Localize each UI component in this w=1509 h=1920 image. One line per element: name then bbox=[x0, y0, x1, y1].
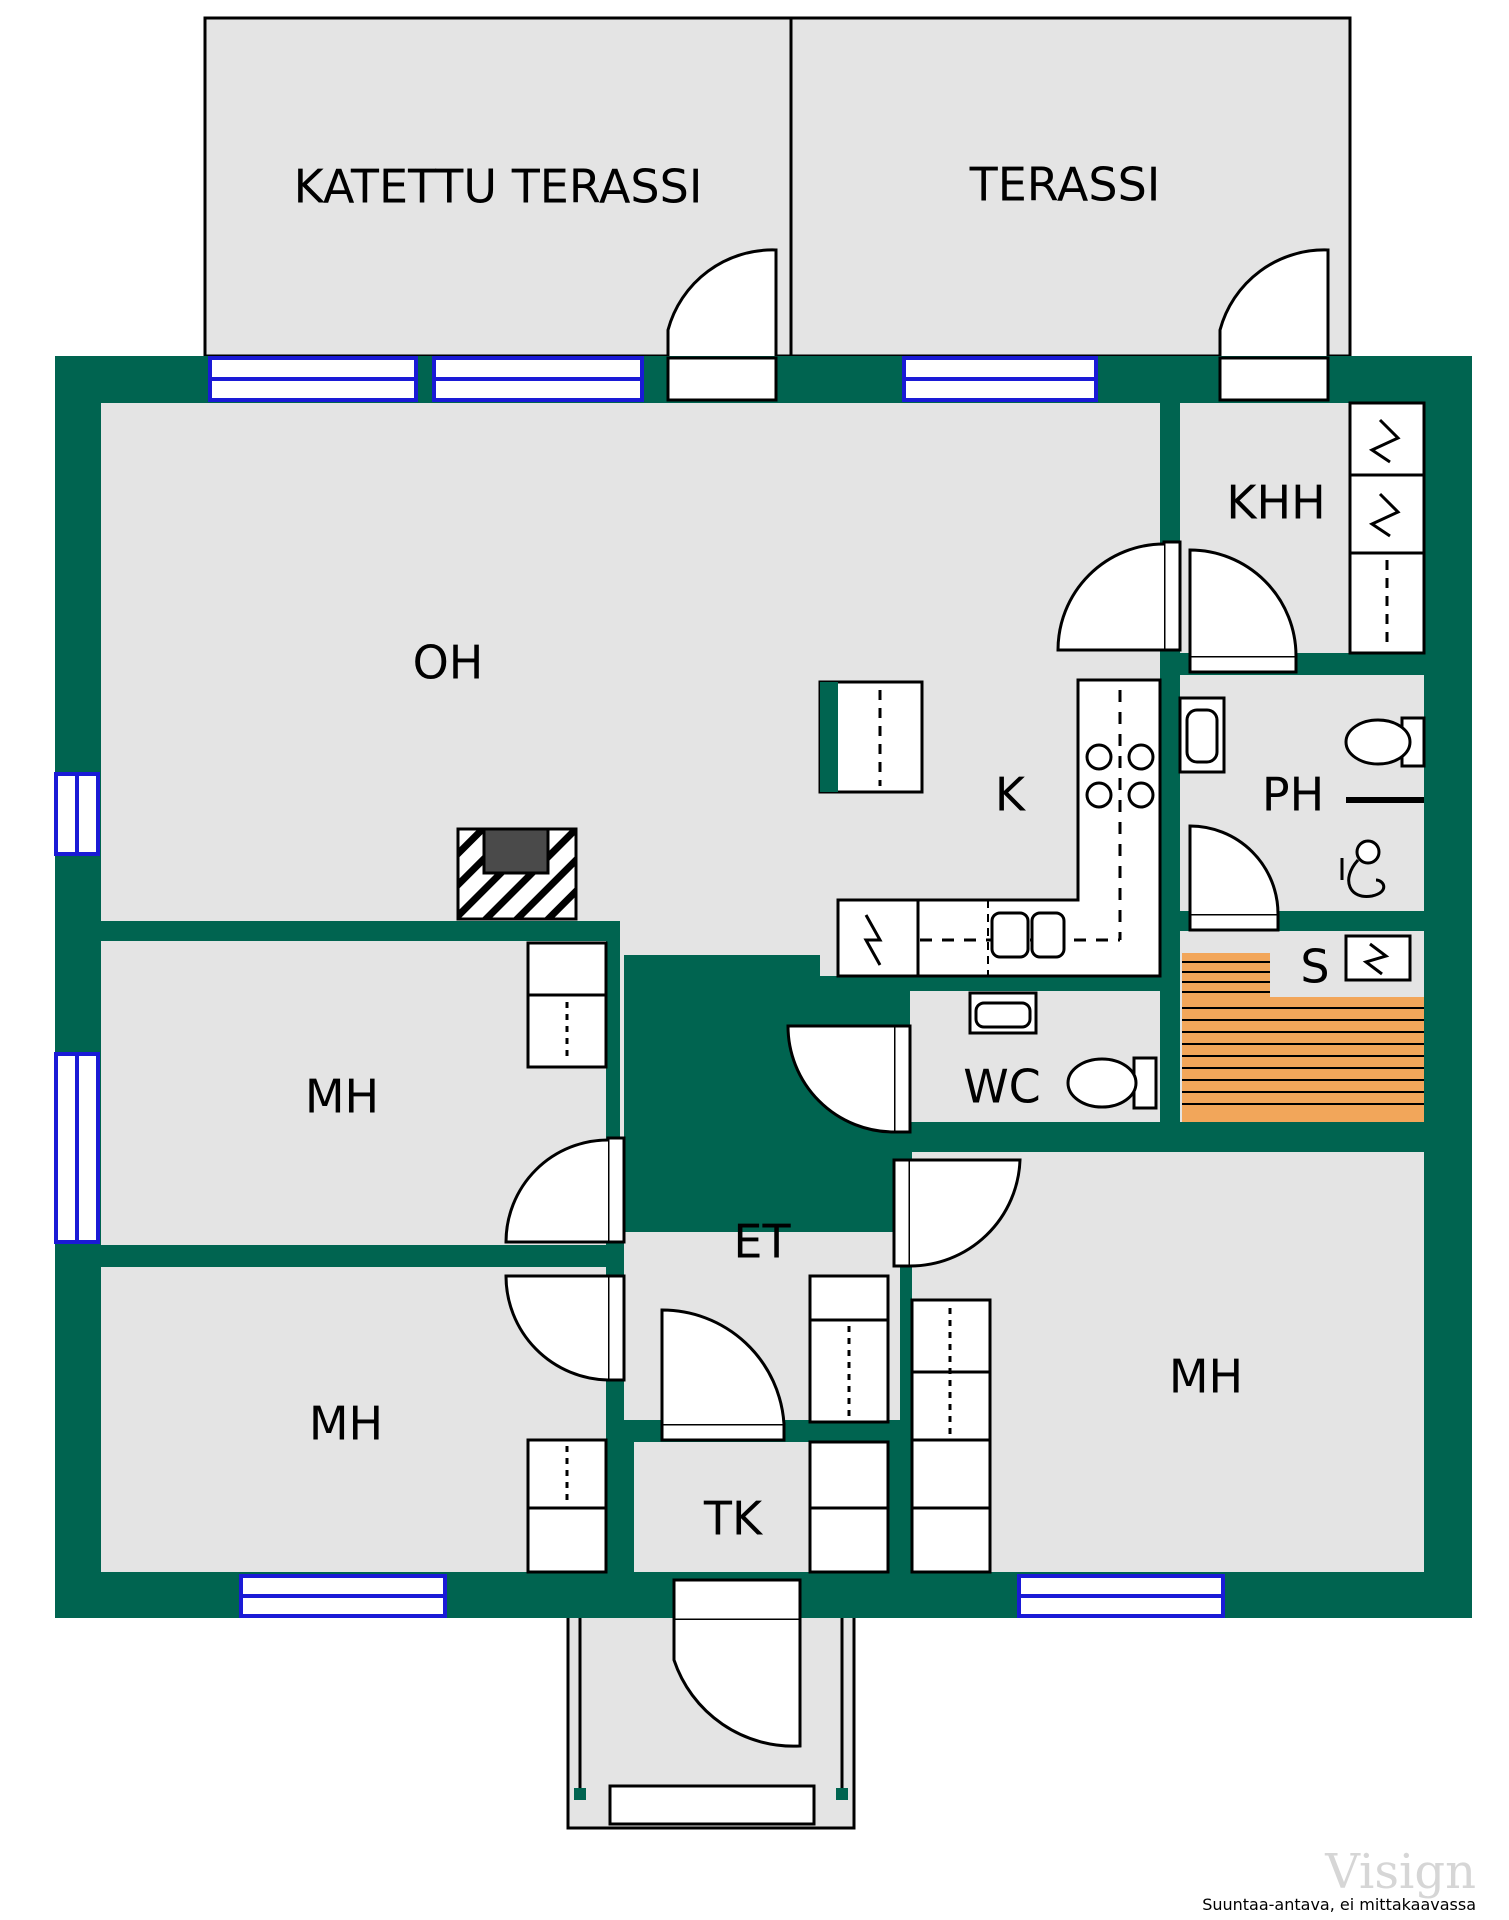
fireplace-firebox bbox=[482, 827, 550, 875]
bath-sink bbox=[1185, 708, 1219, 764]
door-terrace[interactable] bbox=[1218, 356, 1330, 402]
shower-hose bbox=[1347, 858, 1386, 898]
door-khh-left[interactable] bbox=[1162, 540, 1182, 652]
sauna-fixtures bbox=[1182, 934, 1424, 1122]
stove-burner-2 bbox=[1127, 743, 1155, 771]
toilet-bowl bbox=[1344, 718, 1412, 766]
label-bedroom-2: MH bbox=[309, 1397, 383, 1451]
door-bedroom-1[interactable] bbox=[606, 1136, 626, 1244]
label-hall: ET bbox=[733, 1215, 791, 1269]
label-kitchen: K bbox=[995, 768, 1027, 822]
label-utility-room: KHH bbox=[1226, 476, 1325, 530]
door-closet[interactable] bbox=[660, 1422, 786, 1442]
dryer bbox=[1348, 473, 1426, 555]
label-wc: WC bbox=[963, 1060, 1041, 1114]
label-sauna: S bbox=[1300, 940, 1329, 994]
sauna-stove-symbol bbox=[1362, 942, 1390, 976]
door-entrance[interactable] bbox=[672, 1578, 802, 1622]
label-bathroom: PH bbox=[1262, 768, 1324, 822]
wardrobe-hall bbox=[808, 1274, 890, 1424]
label-living-room: OH bbox=[413, 636, 484, 690]
dishwasher bbox=[917, 899, 989, 977]
kitchen-fixtures bbox=[818, 678, 1162, 978]
kitchen-sink-2 bbox=[1030, 911, 1066, 959]
shower-head bbox=[1355, 839, 1381, 865]
stove-burner-3 bbox=[1085, 781, 1113, 809]
sauna-bench-upper bbox=[1182, 953, 1270, 997]
wc-fixtures bbox=[968, 991, 1158, 1110]
porch-post-left bbox=[574, 1788, 586, 1800]
stove-burner-4 bbox=[1127, 781, 1155, 809]
porch-post-right bbox=[836, 1788, 848, 1800]
sauna-bench-lower-slats bbox=[1182, 1007, 1424, 1105]
room-labels: KATETTU TERASSI TERASSI OH K KHH PH S WC… bbox=[294, 158, 1330, 1546]
wc-sink bbox=[974, 1001, 1032, 1029]
wardrobe-bedroom-3 bbox=[910, 1298, 992, 1574]
label-bedroom-1: MH bbox=[305, 1070, 379, 1124]
bathroom-fixtures bbox=[1178, 696, 1426, 898]
stove bbox=[1085, 743, 1155, 809]
door-terrace-covered[interactable] bbox=[666, 356, 778, 402]
door-bedroom-2[interactable] bbox=[606, 1274, 626, 1382]
scale-note: Suuntaa-antava, ei mittakaavassa bbox=[1202, 1895, 1476, 1914]
wc-toilet-bowl bbox=[1066, 1057, 1138, 1109]
label-covered-terrace: KATETTU TERASSI bbox=[294, 160, 703, 214]
kitchen-sink-1 bbox=[990, 911, 1030, 959]
label-terrace: TERASSI bbox=[969, 158, 1161, 212]
wardrobes bbox=[526, 941, 992, 1574]
terraces bbox=[203, 16, 1352, 358]
sauna-bench-upper-slats bbox=[1182, 961, 1270, 993]
doors bbox=[504, 248, 1330, 1748]
label-bedroom-3: MH bbox=[1169, 1350, 1243, 1404]
washer bbox=[1348, 401, 1426, 477]
kitchen-island-edge bbox=[820, 682, 838, 792]
watermark-logo: Visign bbox=[1324, 1844, 1476, 1900]
dryer-symbol bbox=[1368, 492, 1401, 538]
label-closet: TK bbox=[703, 1492, 764, 1546]
sauna-bench-lower bbox=[1182, 997, 1424, 1122]
stove-burner-1 bbox=[1085, 743, 1113, 771]
utility-appliances bbox=[1348, 401, 1426, 655]
door-khh-right[interactable] bbox=[1188, 654, 1298, 674]
door-bathroom[interactable] bbox=[1188, 912, 1280, 932]
door-bedroom-3[interactable] bbox=[892, 1158, 912, 1268]
fireplace bbox=[456, 827, 578, 921]
washer-symbol bbox=[1368, 418, 1401, 464]
sauna-stove bbox=[1344, 934, 1412, 982]
fridge-symbol bbox=[863, 914, 883, 966]
porch-step bbox=[608, 1784, 816, 1826]
living-kitchen-floor bbox=[101, 403, 1160, 1420]
door-wc[interactable] bbox=[892, 1024, 912, 1134]
windows bbox=[54, 356, 1225, 1618]
